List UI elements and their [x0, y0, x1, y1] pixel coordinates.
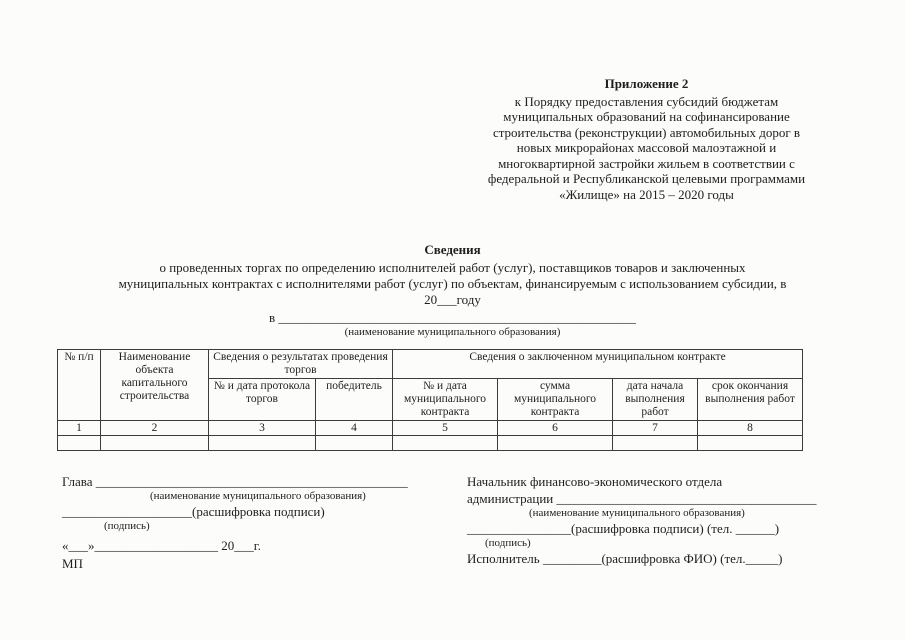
subtitle-line-2: муниципальных контрактах с исполнителями… — [118, 276, 787, 291]
title-block: Сведения о проведенных торгах по определ… — [0, 242, 905, 339]
appendix-line-1: к Порядку предоставления субсидий бюджет… — [514, 93, 779, 109]
tenders-table: № п/п Наименование объекта капитального … — [57, 349, 804, 451]
municipality-blank-line: в ______________________________________… — [269, 310, 636, 325]
table-numbering-row: 1 2 3 4 5 6 7 8 — [57, 420, 804, 436]
finance-signature-caption: (подпись) — [485, 537, 531, 549]
finance-signature-decode-line: ________________(расшифровка подписи) (т… — [467, 521, 780, 536]
table-empty-data-row — [57, 435, 804, 451]
empty-cell — [208, 435, 316, 451]
head-signature-decode-line: ____________________(расшифровка подписи… — [62, 504, 325, 519]
empty-cell — [314, 435, 394, 451]
finance-title-line-1: Начальник финансово-экономического отдел… — [467, 474, 723, 489]
col-number-cell: 5 — [392, 420, 499, 436]
appendix-block: Приложение 2 к Порядку предоставления су… — [434, 76, 859, 202]
col-header-object: Наименование объекта капитального строит… — [100, 349, 209, 421]
executor-line: Исполнитель _________(расшифровка ФИО) (… — [467, 551, 783, 566]
appendix-line-2: муниципальных образований на софинансиро… — [503, 109, 790, 124]
col-number-cell: 6 — [497, 420, 614, 436]
head-signature-caption: (подпись) — [104, 520, 150, 532]
table-header-row-groups: № п/п Наименование объекта капитального … — [57, 349, 804, 421]
empty-cell — [497, 435, 614, 451]
col-header-start-date: дата начала выполнения работ — [612, 378, 699, 421]
signature-block-head: Глава __________________________________… — [62, 473, 467, 572]
year-blank-line: 20___году — [424, 292, 481, 307]
empty-cell — [612, 435, 699, 451]
municipality-caption: (наименование муниципального образования… — [344, 326, 561, 338]
col-number-cell: 4 — [314, 420, 394, 436]
col-number-cell: 2 — [100, 420, 209, 436]
stamp-place-label: МП — [62, 556, 83, 571]
col-header-winner: победитель — [314, 378, 394, 421]
document-title: Сведения — [424, 242, 481, 257]
signature-footer: Глава __________________________________… — [62, 473, 905, 572]
col-number-cell: 3 — [208, 420, 316, 436]
appendix-number: Приложение 2 — [604, 76, 689, 91]
table-header-row-sub: № и дата протокола торгов победитель № и… — [58, 378, 804, 421]
subtitle-line-1: о проведенных торгах по определению испо… — [159, 260, 746, 275]
head-title-blank-line: Глава __________________________________… — [62, 474, 408, 489]
col-number-cell: 7 — [612, 420, 699, 436]
col-header-end-date: срок окончания выполнения работ — [697, 378, 804, 421]
col-header-contract-sum: сумма муниципального контракта — [497, 378, 614, 421]
empty-cell — [392, 435, 499, 451]
col-header-num: № п/п — [57, 349, 101, 421]
head-municipality-caption: (наименование муниципального образования… — [150, 490, 366, 502]
empty-cell — [697, 435, 804, 451]
col-number-cell: 8 — [697, 420, 804, 436]
group-header-tenders: Сведения о результатах проведения торгов — [207, 349, 394, 379]
group-header-contract: Сведения о заключенном муниципальном кон… — [392, 349, 804, 379]
col-number-cell: 1 — [57, 420, 101, 436]
appendix-line-6: федеральной и Республиканской целевыми п… — [487, 171, 806, 186]
appendix-line-7: «Жилище» на 2015 – 2020 годы — [559, 186, 734, 202]
empty-cell — [100, 435, 209, 451]
col-header-contract-num: № и дата муниципального контракта — [392, 378, 499, 421]
col-header-protocol: № и дата протокола торгов — [208, 378, 316, 421]
finance-title-line-2: администрации __________________________… — [467, 491, 817, 506]
head-date-blank-line: «___»___________________ 20___г. — [62, 538, 261, 553]
signature-block-finance: Начальник финансово-экономического отдел… — [467, 473, 887, 572]
appendix-line-3: строительства (реконструкции) автомобиль… — [492, 124, 801, 140]
appendix-line-4: новых микрорайонах массовой малоэтажной … — [516, 140, 777, 155]
empty-cell — [57, 435, 101, 451]
appendix-line-5: многоквартирной застройки жильем в соотв… — [498, 155, 795, 171]
finance-municipality-caption: (наименование муниципального образования… — [529, 507, 745, 519]
